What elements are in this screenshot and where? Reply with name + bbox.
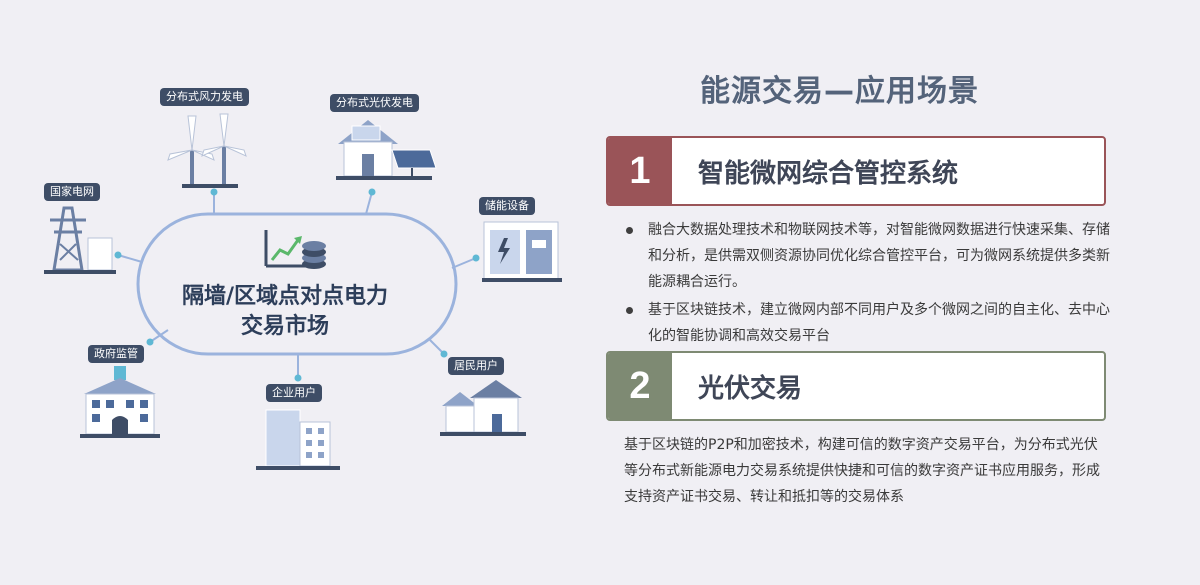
- center-title-line1: 隔墙/区域点对点电力: [181, 284, 389, 309]
- chart-coins-icon: [264, 230, 326, 269]
- section-card-1: 1 智能微网综合管控系统: [606, 136, 1106, 206]
- center-title-line2: 交易市场: [240, 314, 329, 339]
- list-item: 基于区块链技术，建立微网内部不同用户及多个微网之间的自主化、去中心化的智能协调和…: [620, 297, 1110, 349]
- node-label-solar: 分布式光伏发电: [330, 94, 419, 112]
- office-building-icon: [256, 409, 340, 470]
- list-item: 融合大数据处理技术和物联网技术等，对智能微网数据进行快速采集、存储和分析，是供需…: [620, 217, 1110, 295]
- trading-market-diagram: 隔墙/区域点对点电力 交易市场 分布式风力发电 分布式光伏发电 国家电网: [44, 88, 562, 470]
- node-label-wind: 分布式风力发电: [160, 88, 249, 106]
- diagram-connectors: [114, 188, 480, 382]
- center-title: 隔墙/区域点对点电力 交易市场: [150, 282, 420, 342]
- section-card-2: 2 光伏交易: [606, 351, 1106, 421]
- section-2-paragraph: 基于区块链的P2P和加密技术，构建可信的数字资产交易平台，为分布式光伏等分布式新…: [624, 437, 1100, 505]
- section-title-2: 光伏交易: [698, 373, 803, 404]
- wind-turbine-icon: [167, 113, 247, 188]
- power-tower-icon: [44, 206, 116, 274]
- node-label-grid: 国家电网: [44, 183, 100, 201]
- section-number-2: 2: [608, 353, 672, 419]
- houses-icon: [440, 380, 526, 436]
- bullet-dot: [626, 227, 633, 234]
- section-number-1: 1: [608, 138, 672, 204]
- bullet-text-2: 基于区块链技术，建立微网内部不同用户及多个微网之间的自主化、去中心化的智能协调和…: [648, 302, 1110, 344]
- page-title: 能源交易—应用场景: [700, 74, 979, 109]
- node-label-resident: 居民用户: [448, 357, 504, 375]
- government-building-icon: [80, 366, 160, 438]
- bullet-text-1: 融合大数据处理技术和物联网技术等，对智能微网数据进行快速采集、存储和分析，是供需…: [648, 222, 1110, 290]
- node-label-storage: 储能设备: [479, 197, 535, 215]
- node-label-gov: 政府监管: [88, 345, 144, 363]
- node-label-enterprise: 企业用户: [266, 384, 322, 402]
- solar-house-icon: [336, 120, 437, 180]
- scenario-panel: 能源交易—应用场景 1 智能微网综合管控系统 融合大数据处理技术和物联网技术等，…: [600, 0, 1200, 585]
- battery-cabinet-icon: [482, 221, 562, 282]
- bullet-dot: [626, 307, 633, 314]
- section-title-1: 智能微网综合管控系统: [698, 158, 959, 189]
- section-1-bullets: 融合大数据处理技术和物联网技术等，对智能微网数据进行快速采集、存储和分析，是供需…: [620, 217, 1110, 351]
